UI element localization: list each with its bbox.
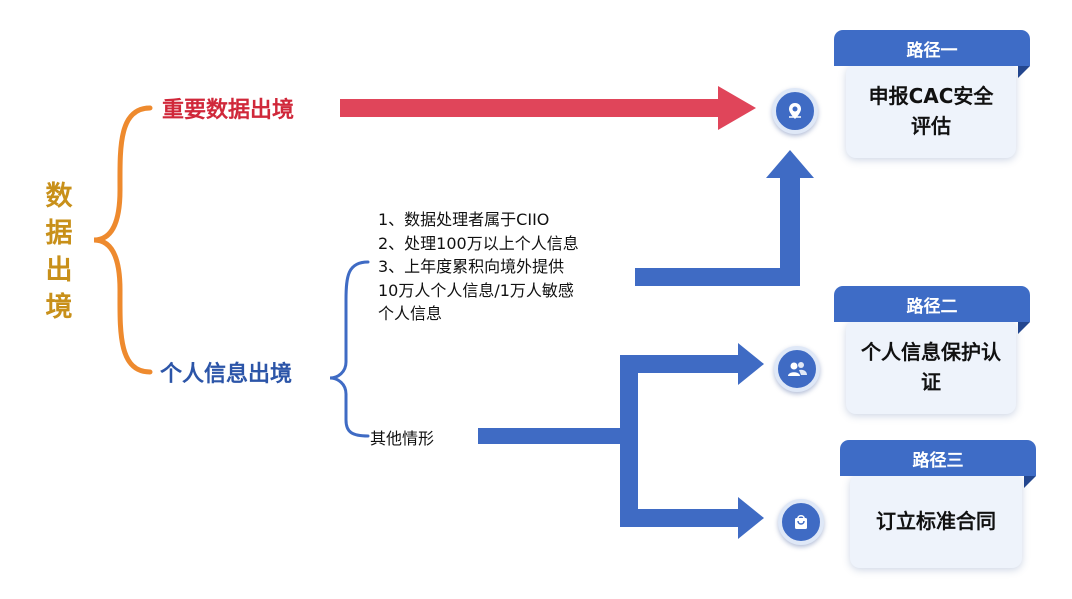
path-1-title: 申报CAC安全评估 [868, 84, 994, 138]
personal-brace [329, 260, 370, 438]
other-arrow-fork-top [620, 343, 764, 436]
path-3-title: 订立标准合同 [876, 509, 996, 533]
root-brace [93, 105, 153, 375]
path-2-tab-fold [1018, 322, 1030, 334]
condition-line: 个人信息 [378, 304, 443, 323]
location-pin-icon [772, 88, 818, 134]
path-3-tab-fold [1024, 476, 1036, 488]
path-3-card: 订立标准合同 [850, 474, 1022, 568]
important-arrow [340, 86, 756, 130]
path-3-tab: 路径三 [840, 440, 1036, 476]
path-2-title: 个人信息保护认证 [861, 340, 1001, 394]
other-arrow-fork-bottom [620, 436, 764, 539]
path-1-card: 申报CAC安全评估 [846, 64, 1016, 158]
conditions-list: 1、数据处理者属于CIIO 2、处理100万以上个人信息 3、上年度累积向境外提… [378, 208, 638, 326]
conditions-arrow [635, 150, 814, 286]
shopping-bag-icon [778, 499, 824, 545]
condition-line: 1、数据处理者属于CIIO [378, 210, 550, 229]
branch-personal-label: 个人信息出境 [160, 362, 293, 387]
condition-line: 2、处理100万以上个人信息 [378, 233, 579, 253]
root-label: 数据出境 [45, 181, 73, 323]
condition-line: 3、上年度累积向境外提供 [378, 257, 565, 276]
users-icon [774, 346, 820, 392]
other-cases-label: 其他情形 [370, 429, 435, 448]
path-1-tab-fold [1018, 66, 1030, 78]
path-2-tab: 路径二 [834, 286, 1030, 322]
condition-line: 10万人个人信息/1万人敏感 [378, 280, 574, 300]
path-2-card: 个人信息保护认证 [846, 320, 1016, 414]
branch-important-label: 重要数据出境 [162, 98, 295, 123]
path-1-tab: 路径一 [834, 30, 1030, 66]
other-arrow-stem [478, 428, 622, 444]
